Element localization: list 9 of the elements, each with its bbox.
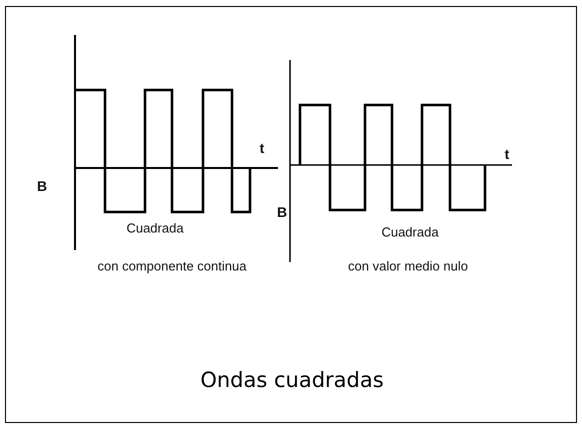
axis-label: t xyxy=(260,140,264,156)
axis-label: t xyxy=(504,146,510,162)
figure-caption: Ondas cuadradas xyxy=(200,368,384,392)
plot-caption: con valor medio nulo xyxy=(348,258,468,274)
plot-caption: Cuadrada xyxy=(381,224,439,240)
plot-caption: Cuadrada xyxy=(126,220,184,236)
plot-caption: con componente continua xyxy=(98,258,246,274)
axis-label: B xyxy=(276,204,288,220)
axis-label: B xyxy=(36,178,48,194)
